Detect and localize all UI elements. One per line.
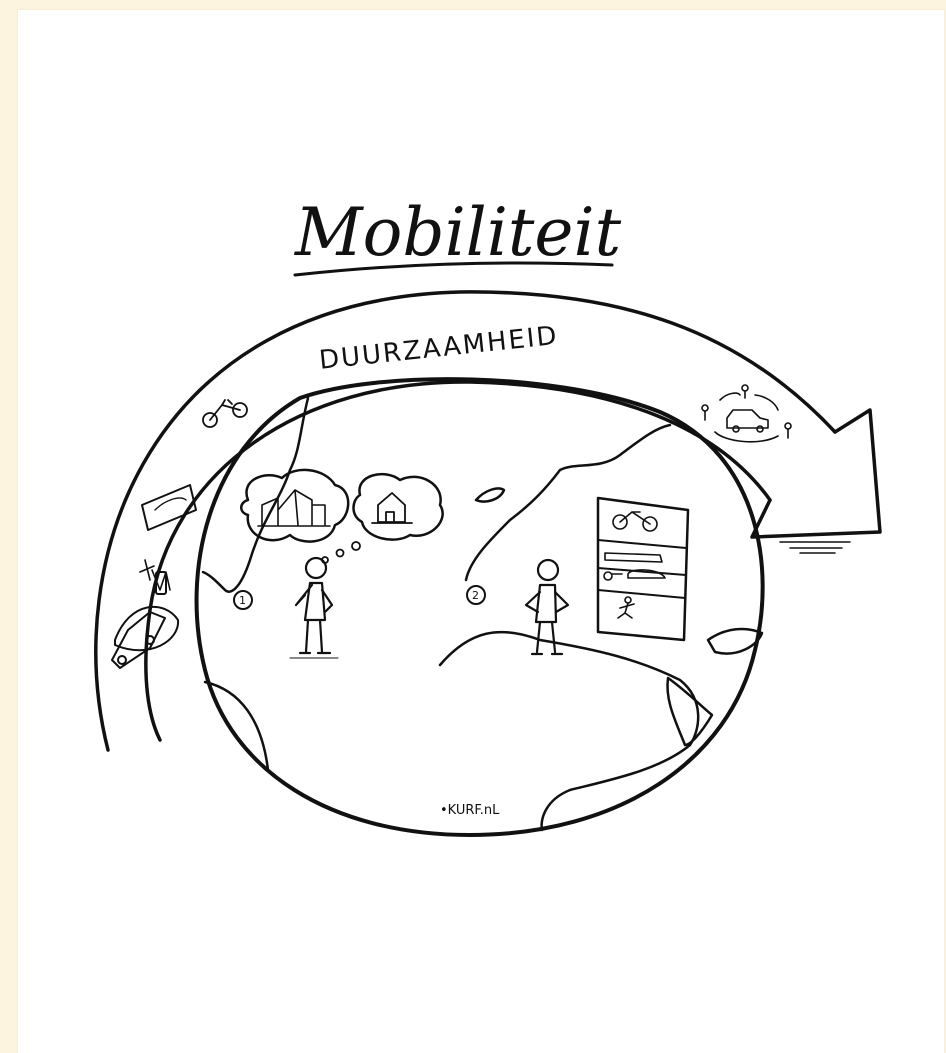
title: Mobiliteit [294, 194, 622, 271]
carpool-route-icon [702, 385, 791, 442]
svg-text:2: 2 [472, 589, 479, 602]
transport-options-board-icon [598, 498, 688, 640]
city-thought-icon [258, 490, 330, 526]
arrow-head [752, 410, 880, 537]
thought-bubble-house [354, 474, 443, 540]
svg-text:1: 1 [239, 594, 246, 607]
house-thought-icon [372, 493, 412, 523]
marker-2: 2 [467, 586, 485, 604]
island-uk [476, 488, 504, 501]
person-icon [526, 560, 568, 654]
artist-signature: •KURF.nL [440, 803, 500, 818]
globe [197, 379, 763, 835]
arrow-band-inner [146, 382, 770, 740]
arrow-shadow-lines [780, 542, 850, 553]
bicycle-icon [203, 400, 247, 427]
thinking-person-icon [290, 558, 338, 658]
marker-1: 1 [234, 591, 252, 609]
thought-dots [322, 542, 360, 563]
arrow-label: DUURZAAMHEID [318, 321, 560, 376]
continent-africa [440, 632, 698, 830]
thought-bubble-city [241, 470, 348, 542]
charging-station-icon [140, 560, 170, 594]
